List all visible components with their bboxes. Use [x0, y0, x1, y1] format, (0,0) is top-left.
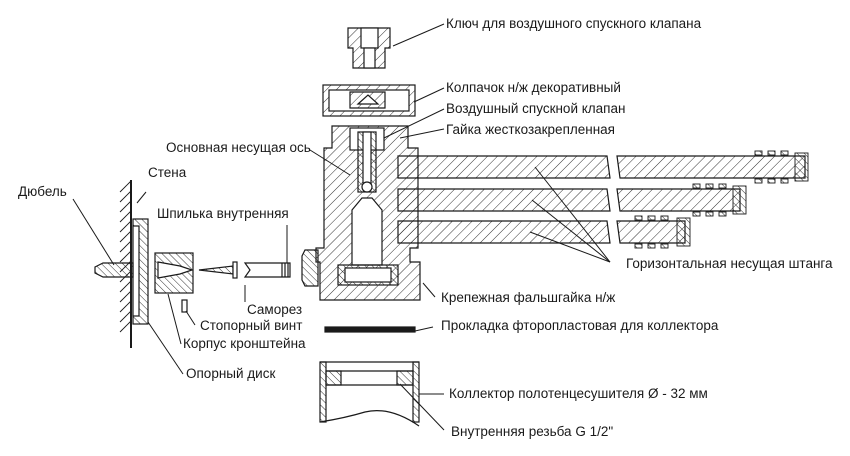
pin	[243, 262, 291, 278]
label-air-valve: Воздушный спускной клапан	[446, 101, 626, 116]
label-dowel: Дюбель	[18, 184, 67, 199]
gasket	[324, 326, 416, 333]
label-set-screw: Стопорный винт	[200, 318, 303, 333]
label-air-valve-key: Ключ для воздушного спускного клапана	[446, 16, 702, 31]
label-horizontal-bar: Горизонтальная несущая штанга	[626, 256, 833, 271]
label-decorative-cap: Колпачок н/ж декоративный	[446, 80, 621, 95]
label-false-nut: Крепежная фальшгайка н/ж	[441, 290, 616, 305]
main-axis	[301, 125, 421, 301]
label-gasket: Прокладка фторопластовая для коллектора	[441, 318, 719, 333]
label-pin: Шпилька внутренняя	[157, 206, 289, 221]
air-valve-key	[347, 27, 391, 69]
label-main-axis: Основная несущая ось	[166, 140, 311, 155]
label-internal-thread: Внутренняя резьба G 1/2"	[451, 424, 614, 439]
screw	[198, 261, 238, 279]
label-fixed-nut: Гайка жесткозакрепленная	[446, 122, 615, 137]
dowel	[94, 262, 134, 278]
decorative-cap	[322, 84, 416, 117]
collector	[319, 361, 420, 427]
label-screw: Саморез	[247, 302, 303, 317]
label-support-disc: Опорный диск	[186, 366, 276, 381]
horizontal-bars	[397, 150, 809, 249]
leader-lines	[72, 23, 611, 431]
label-collector: Коллектор полотенцесушителя Ø - 32 мм	[449, 386, 708, 401]
label-wall: Стена	[148, 165, 187, 180]
label-bracket-body: Корпус кронштейна	[183, 336, 306, 351]
